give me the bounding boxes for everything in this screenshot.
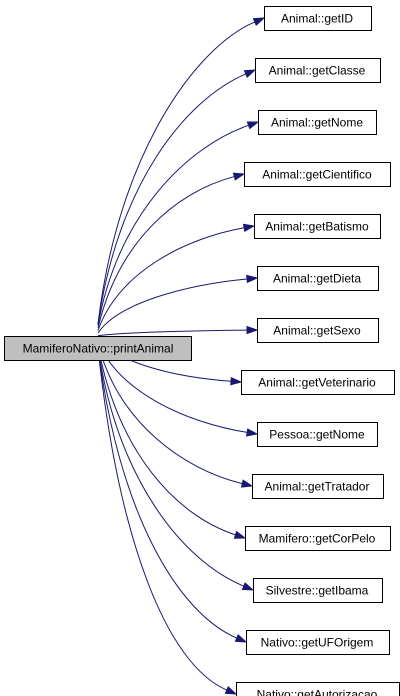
arrowhead-icon xyxy=(242,223,256,232)
arrowhead-icon xyxy=(243,69,257,79)
callee-node-box xyxy=(246,630,390,655)
callee-node-label: Silvestre::getIbama xyxy=(266,584,369,598)
call-edge xyxy=(97,73,247,325)
arrowhead-icon xyxy=(224,685,238,695)
callee-node-box xyxy=(252,474,384,499)
call-edge xyxy=(97,227,245,331)
arrowhead-icon xyxy=(246,121,260,130)
arrowhead-icon xyxy=(246,325,259,335)
callee-node-box xyxy=(257,318,379,343)
callee-node[interactable]: Animal::getID xyxy=(264,6,372,31)
call-edge xyxy=(97,176,235,329)
callee-node-box xyxy=(253,578,383,603)
call-edge xyxy=(97,346,236,536)
arrowhead-icon xyxy=(245,428,259,437)
callee-node-label: Animal::getBatismo xyxy=(265,220,369,234)
callee-node-label: Animal::getClasse xyxy=(269,64,366,78)
call-edge xyxy=(97,347,228,691)
callee-node-box xyxy=(257,266,379,291)
callee-node[interactable]: Animal::getVeterinario xyxy=(241,370,395,395)
call-edge xyxy=(97,124,249,326)
call-edge xyxy=(97,347,244,587)
callee-node[interactable]: Mamifero::getCorPelo xyxy=(245,526,391,551)
arrowhead-icon xyxy=(252,17,266,27)
arrowhead-icon xyxy=(232,172,246,181)
callee-node-label: Nativo::getUFOrigem xyxy=(261,636,374,650)
callee-node[interactable]: Animal::getClasse xyxy=(255,58,381,83)
arrowhead-icon xyxy=(241,582,255,591)
callee-node-label: Animal::getDieta xyxy=(273,272,361,286)
root-node[interactable]: MamiferoNativo::printAnimal xyxy=(4,336,192,361)
callee-node-label: Nativo::getAutorizacao xyxy=(257,688,378,696)
callee-node-label: Animal::getNome xyxy=(271,116,363,130)
callee-node-label: Animal::getID xyxy=(281,12,353,26)
callee-node[interactable]: Pessoa::getNome xyxy=(257,422,378,447)
callee-node-label: Animal::getCientifico xyxy=(262,168,372,182)
callee-node[interactable]: Nativo::getAutorizacao xyxy=(236,682,400,696)
arrowhead-icon xyxy=(233,530,247,539)
callee-node-label: Animal::getSexo xyxy=(273,324,361,338)
callee-node[interactable]: Animal::getCientifico xyxy=(244,162,391,187)
callee-node-box xyxy=(244,162,391,187)
callee-node-box xyxy=(245,526,391,551)
root-node-label: MamiferoNativo::printAnimal xyxy=(23,342,174,356)
call-edge xyxy=(97,21,256,325)
callee-node-box xyxy=(255,58,381,83)
arrowhead-icon xyxy=(240,479,254,488)
call-edge xyxy=(97,278,248,334)
callee-node-box xyxy=(241,370,395,395)
arrowhead-icon xyxy=(246,274,259,284)
callee-node[interactable]: Animal::getDieta xyxy=(257,266,379,291)
callee-node-box xyxy=(254,214,381,239)
callee-node-label: Animal::getVeterinario xyxy=(258,376,376,390)
callee-node[interactable]: Animal::getBatismo xyxy=(254,214,381,239)
callee-node-label: Mamifero::getCorPelo xyxy=(259,532,376,546)
callee-node-box xyxy=(264,6,372,31)
arrowhead-icon xyxy=(234,633,248,643)
call-edge xyxy=(97,347,238,639)
callee-node[interactable]: Nativo::getUFOrigem xyxy=(246,630,390,655)
callee-node[interactable]: Animal::getNome xyxy=(258,110,377,135)
callee-node-label: Animal::getTratador xyxy=(265,480,370,494)
callee-node-box xyxy=(257,422,378,447)
callee-nodes: Animal::getIDAnimal::getClasseAnimal::ge… xyxy=(236,6,400,696)
callee-node-label: Pessoa::getNome xyxy=(269,428,365,442)
arrowhead-icon xyxy=(230,377,243,386)
root-node-box xyxy=(4,336,192,361)
callee-node[interactable]: Silvestre::getIbama xyxy=(253,578,383,603)
callee-node-box xyxy=(258,110,377,135)
callee-node[interactable]: Animal::getTratador xyxy=(252,474,384,499)
call-edge xyxy=(97,329,248,337)
call-edge xyxy=(97,343,243,485)
callee-node[interactable]: Animal::getSexo xyxy=(257,318,379,343)
